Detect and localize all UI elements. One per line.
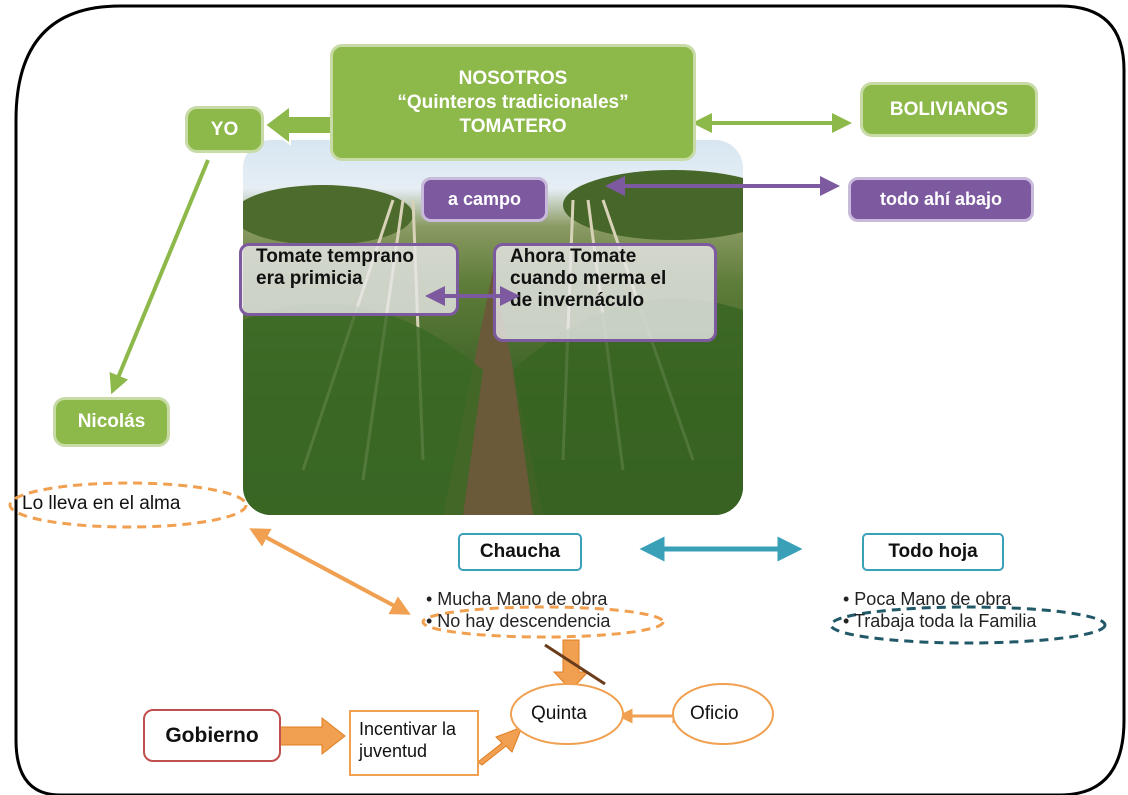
incentivar-line-1: Incentivar la [359, 719, 457, 739]
gobierno-box: Gobierno [143, 709, 281, 762]
block-arrow-gobierno-incentivar [279, 716, 346, 756]
tomate-temprano-line-2: era primicia [256, 268, 363, 289]
chaucha-box: Chaucha [458, 533, 582, 571]
chaucha-label: Chaucha [479, 541, 561, 562]
bolivianos-box: BOLIVIANOS [860, 82, 1038, 137]
tomate-temprano-line-1: Tomate temprano [256, 246, 415, 267]
todo-hoja-bullets: • Poca Mano de obra • Trabaja toda la Fa… [843, 588, 1036, 632]
quinta-ellipse [510, 683, 624, 745]
lolleva-dashed-ellipse [8, 481, 248, 529]
yo-label: YO [210, 118, 239, 140]
incentivar-line-2: juventud [359, 741, 428, 761]
chaucha-bullet-2: • No hay descendencia [426, 611, 611, 631]
todo-hoja-box: Todo hoja [862, 533, 1004, 571]
block-arrow-descendencia-quinta [552, 639, 590, 691]
nicolas-label: Nicolás [77, 411, 146, 432]
lo-lleva-text: Lo lleva en el alma [22, 493, 181, 514]
bolivianos-label: BOLIVIANOS [889, 98, 1009, 120]
yo-box: YO [185, 106, 264, 153]
nosotros-line-3: TOMATERO [459, 115, 567, 137]
descendencia-dashed-ellipse [421, 605, 665, 639]
ahora-tomate-box: Ahora Tomate cuando merma el de invernác… [493, 243, 717, 342]
arrow-lolleva-descendencia [249, 528, 411, 615]
chaucha-bullet-1: • Mucha Mano de obra [426, 589, 608, 609]
a-campo-label: a campo [447, 189, 522, 209]
nosotros-box: NOSOTROS “Quinteros tradicionales” TOMAT… [330, 44, 696, 161]
nosotros-line-1: NOSOTROS [458, 67, 568, 89]
tomate-temprano-box: Tomate temprano era primicia [239, 243, 459, 316]
nicolas-box: Nicolás [53, 397, 170, 447]
cross-out-line [544, 643, 606, 686]
incentivar-box: Incentivar la juventud [349, 710, 479, 776]
quinta-label: Quinta [531, 703, 587, 724]
nosotros-line-2: “Quinteros tradicionales” [397, 91, 629, 113]
familia-dashed-ellipse [829, 605, 1107, 645]
gobierno-label: Gobierno [165, 723, 259, 747]
oficio-label: Oficio [690, 703, 739, 724]
todo-ahi-abajo-box: todo ahí abajo [848, 177, 1034, 222]
todo-ahi-abajo-label: todo ahí abajo [879, 189, 1002, 209]
chaucha-bullets: • Mucha Mano de obra • No hay descendenc… [426, 588, 610, 632]
arrow-yo-nicolas [109, 159, 210, 395]
todo-hoja-label: Todo hoja [888, 541, 978, 562]
todo-hoja-bullet-1: • Poca Mano de obra [843, 589, 1012, 609]
ahora-tomate-line-1: Ahora Tomate [510, 246, 637, 267]
ahora-tomate-line-3: de invernáculo [510, 290, 645, 311]
ahora-tomate-line-2: cuando merma el [510, 268, 667, 289]
a-campo-box: a campo [421, 177, 548, 222]
oficio-ellipse [672, 683, 774, 745]
todo-hoja-bullet-2: • Trabaja toda la Familia [843, 611, 1037, 631]
block-arrow-incentivar-quinta [477, 726, 523, 766]
